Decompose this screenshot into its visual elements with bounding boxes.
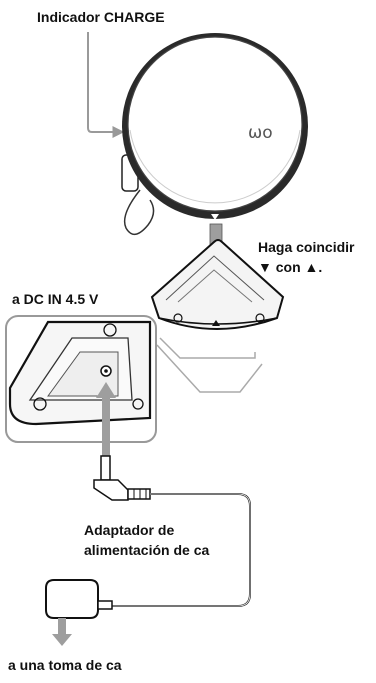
dc-in-label: a DC IN 4.5 V (12, 291, 99, 307)
dc-plug-icon (93, 455, 151, 501)
adapter-label-line1: Adaptador de (84, 522, 175, 538)
adapter-label-line2: alimentación de ca (84, 542, 210, 558)
align-instruction-line2: ▼ con ▲. (258, 259, 323, 275)
player-align-mark-icon (211, 214, 219, 220)
align-instruction-line1: Haga coincidir (258, 239, 355, 255)
charge-indicator-label: Indicador CHARGE (37, 9, 165, 25)
outlet-label: a una toma de ca (8, 657, 122, 673)
cd-player: ωo (122, 33, 308, 220)
plug-insert-arrow-icon (96, 382, 116, 458)
walkman-logo-icon: ωo (248, 123, 273, 143)
ac-adapter-icon (45, 579, 113, 619)
headphone-cable-icon (123, 189, 155, 235)
dc-in-detail-view (5, 315, 157, 443)
callout-connector (159, 337, 256, 359)
outlet-arrow-icon (52, 618, 72, 646)
charge-pointer-line (87, 32, 125, 138)
dock-align-mark-icon (212, 320, 220, 326)
charging-dock (150, 239, 285, 330)
